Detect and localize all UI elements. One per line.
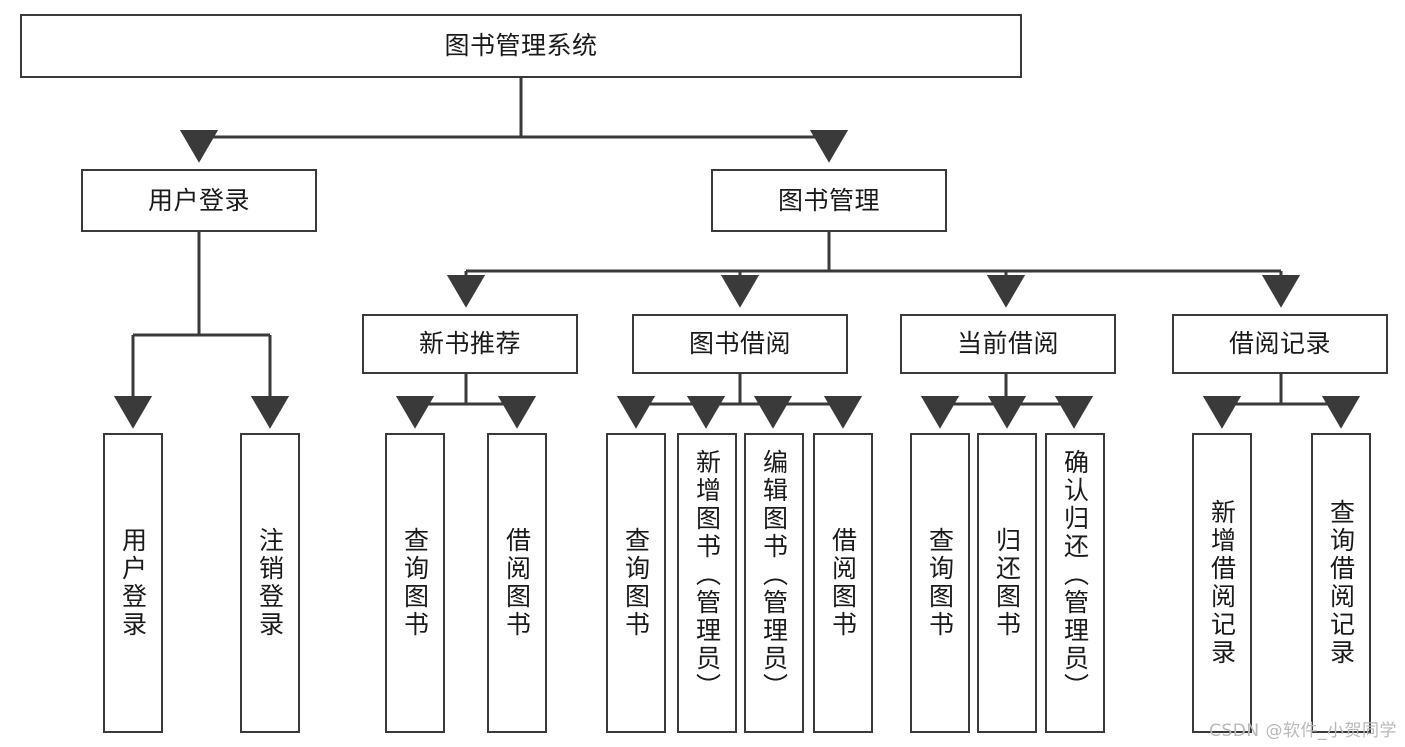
node-new-book-rec-label: 新书推荐 (418, 329, 521, 359)
node-leaf-query-book-3[interactable]: 查询图书 (910, 433, 970, 733)
node-root[interactable]: 图书管理系统 (20, 14, 1022, 78)
node-leaf-query-book-2-label: 查询图书 (621, 527, 651, 639)
node-leaf-return-book-label: 归还图书 (992, 527, 1022, 639)
node-leaf-logout[interactable]: 注销登录 (240, 433, 300, 733)
node-user-login[interactable]: 用户登录 (81, 169, 317, 232)
node-leaf-confirm-return[interactable]: 确认归还（管理员） (1045, 433, 1105, 733)
node-book-borrow[interactable]: 图书借阅 (632, 314, 848, 374)
node-leaf-borrow-book-1-label: 借阅图书 (502, 527, 532, 639)
node-leaf-user-login[interactable]: 用户登录 (103, 433, 163, 733)
node-leaf-confirm-return-label: 确认归还（管理员） (1060, 449, 1090, 701)
node-leaf-query-record-label: 查询借阅记录 (1326, 499, 1356, 667)
node-leaf-logout-label: 注销登录 (255, 527, 285, 639)
node-leaf-add-book-label: 新增图书（管理员） (692, 449, 722, 701)
node-book-borrow-label: 图书借阅 (688, 329, 791, 359)
node-leaf-edit-book[interactable]: 编辑图书（管理员） (744, 433, 804, 733)
node-current-borrow[interactable]: 当前借阅 (900, 314, 1116, 374)
node-leaf-borrow-book-1[interactable]: 借阅图书 (487, 433, 547, 733)
node-leaf-query-book-2[interactable]: 查询图书 (606, 433, 666, 733)
node-borrow-record-label: 借阅记录 (1228, 329, 1331, 359)
node-leaf-add-book[interactable]: 新增图书（管理员） (677, 433, 737, 733)
node-book-manage-label: 图书管理 (777, 185, 880, 215)
node-leaf-borrow-book-2[interactable]: 借阅图书 (813, 433, 873, 733)
node-new-book-rec[interactable]: 新书推荐 (362, 314, 578, 374)
node-borrow-record[interactable]: 借阅记录 (1172, 314, 1388, 374)
node-leaf-add-record-label: 新增借阅记录 (1207, 499, 1237, 667)
node-leaf-add-record[interactable]: 新增借阅记录 (1192, 433, 1252, 733)
node-leaf-query-book-1[interactable]: 查询图书 (385, 433, 445, 733)
node-leaf-query-book-3-label: 查询图书 (925, 527, 955, 639)
node-leaf-query-record[interactable]: 查询借阅记录 (1311, 433, 1371, 733)
node-user-login-label: 用户登录 (147, 185, 250, 215)
node-leaf-return-book[interactable]: 归还图书 (977, 433, 1037, 733)
csdn-watermark: CSDN @软件_小贺同学 (1209, 721, 1397, 741)
node-root-label: 图书管理系统 (444, 31, 598, 61)
node-leaf-borrow-book-2-label: 借阅图书 (828, 527, 858, 639)
node-leaf-user-login-label: 用户登录 (118, 527, 148, 639)
node-leaf-edit-book-label: 编辑图书（管理员） (759, 449, 789, 701)
node-book-manage[interactable]: 图书管理 (711, 169, 947, 232)
node-leaf-query-book-1-label: 查询图书 (400, 527, 430, 639)
node-current-borrow-label: 当前借阅 (956, 329, 1059, 359)
